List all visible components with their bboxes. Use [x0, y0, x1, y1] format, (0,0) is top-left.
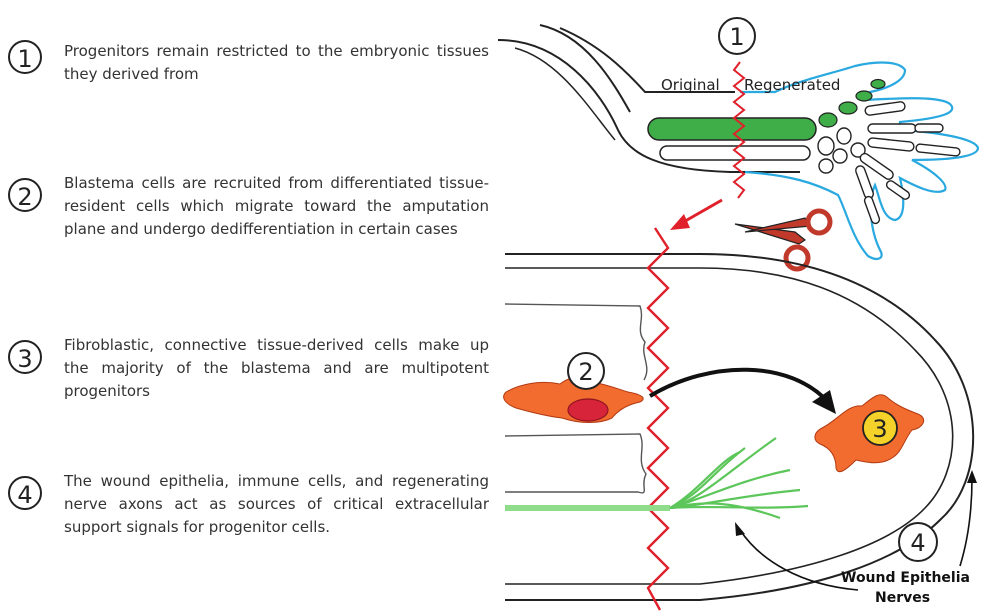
arrow-icon [670, 200, 722, 230]
label-wound-epithelia: Wound Epithelia [841, 570, 970, 586]
marker-2: 2 [578, 358, 593, 386]
marker-3: 3 [872, 415, 887, 443]
marker-1-label: 1 [729, 23, 744, 51]
marker-1: 1 [719, 18, 755, 54]
blastema-illustration: 2 3 4 [504, 228, 977, 610]
label-nerves: Nerves [875, 590, 930, 606]
bone-green [648, 118, 816, 140]
label-original: Original [661, 76, 720, 94]
arrow-icon [812, 390, 836, 414]
label-regenerated: Regenerated [744, 76, 840, 94]
marker-4: 4 [910, 529, 925, 557]
